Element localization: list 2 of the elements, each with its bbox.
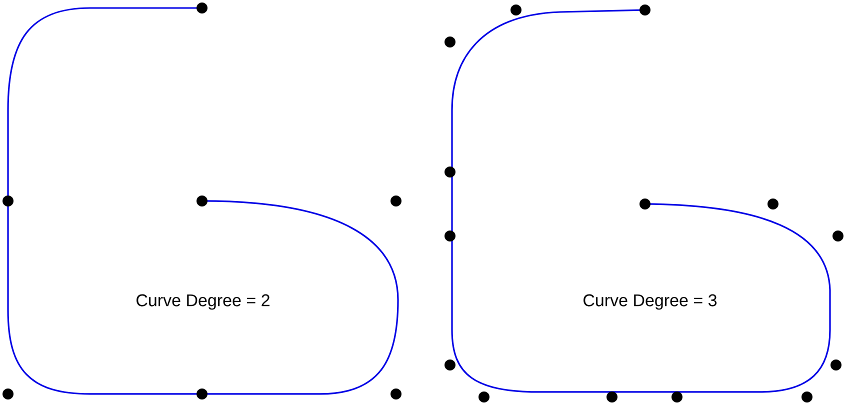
- curve-label: Curve Degree = 2: [136, 294, 270, 310]
- curve-label: Curve Degree = 3: [584, 294, 717, 310]
